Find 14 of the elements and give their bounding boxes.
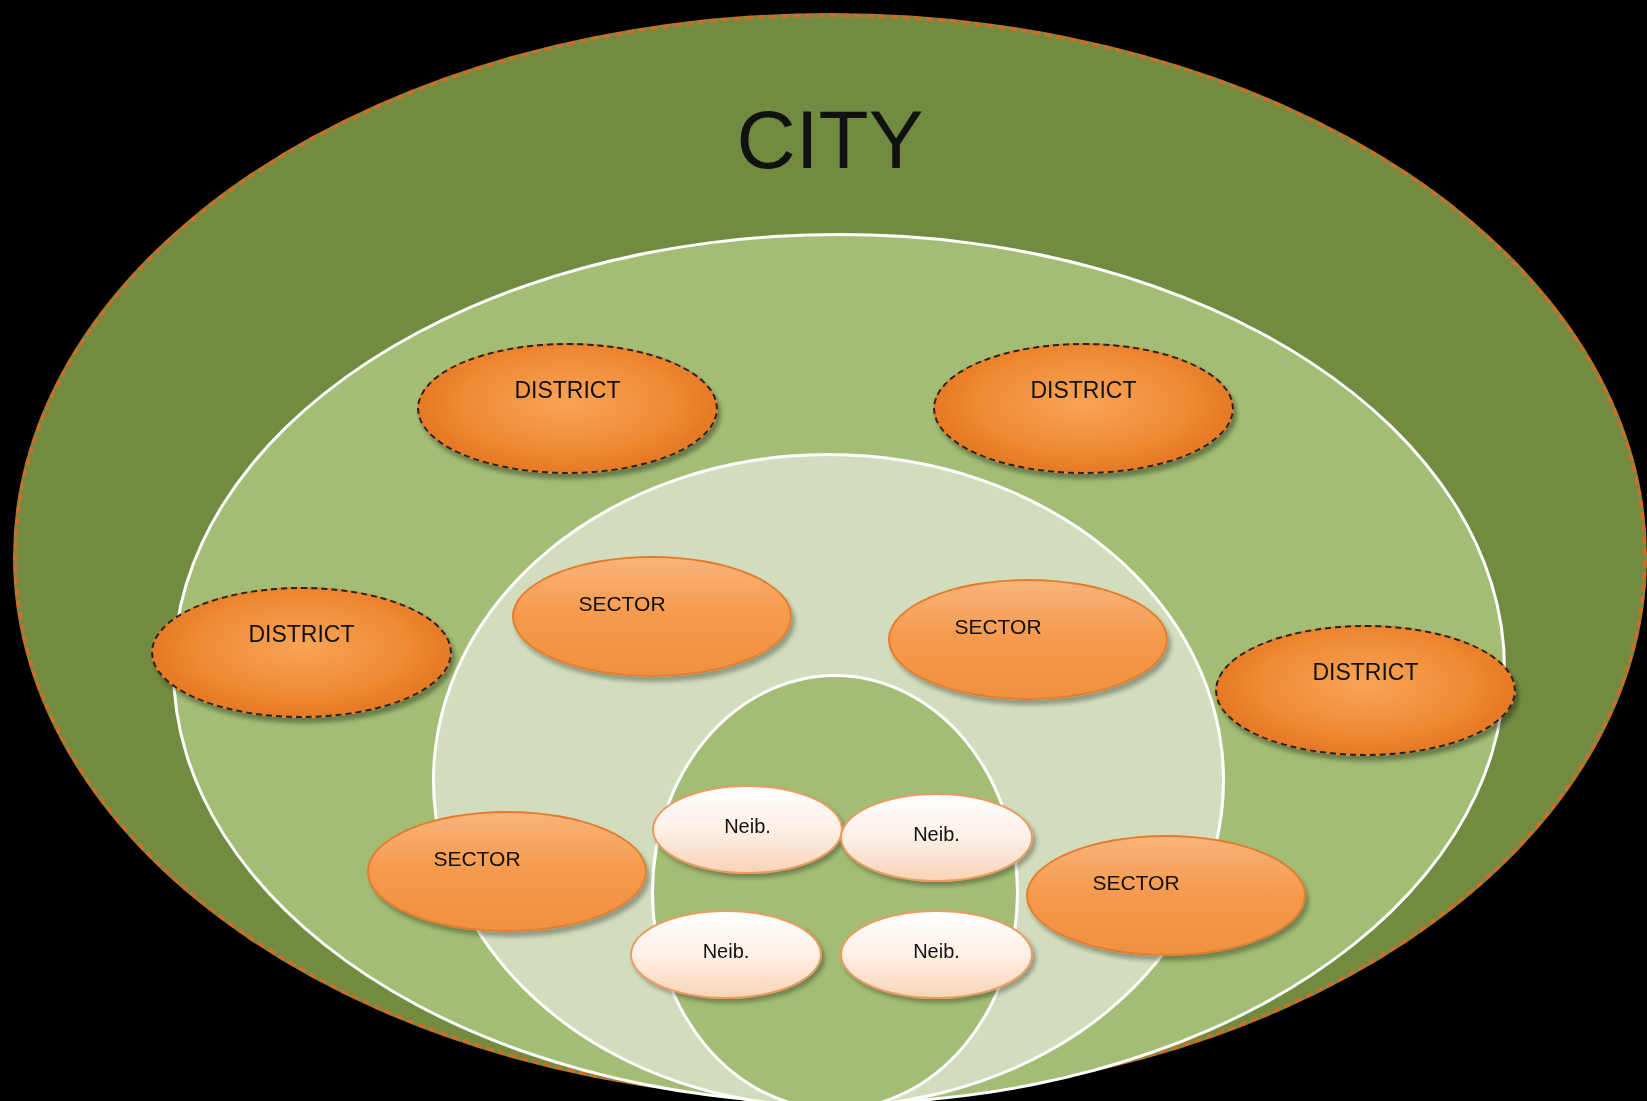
neighborhood-ellipse xyxy=(652,785,843,874)
city-label: CITY xyxy=(736,99,924,181)
neighborhood-label: Neib. xyxy=(702,939,750,964)
district-label: DISTRICT xyxy=(248,620,355,649)
neighborhood-label: Neib. xyxy=(724,814,771,839)
district-label: DISTRICT xyxy=(1030,376,1137,405)
district-label: DISTRICT xyxy=(514,376,621,405)
district-label: DISTRICT xyxy=(1312,658,1419,687)
neighborhood-label: Neib. xyxy=(913,939,960,964)
neighborhood-label: Neib. xyxy=(913,822,960,847)
sector-label: SECTOR xyxy=(1092,870,1180,896)
sector-label: SECTOR xyxy=(578,591,666,617)
sector-label: SECTOR xyxy=(433,846,521,872)
sector-label: SECTOR xyxy=(954,614,1042,640)
